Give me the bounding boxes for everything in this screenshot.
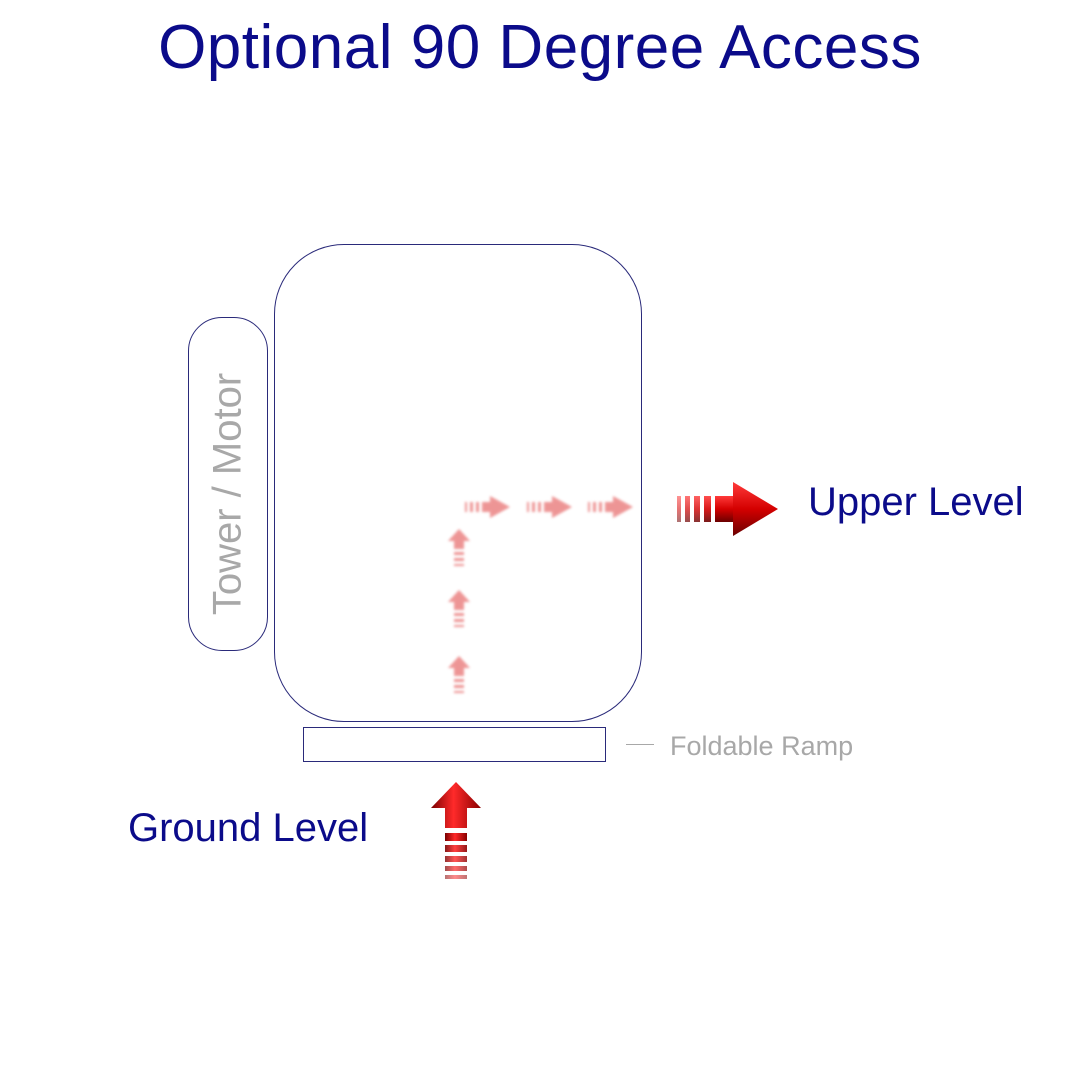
path-arrow-icon — [465, 496, 510, 518]
path-arrow-icon — [448, 529, 470, 566]
path-arrow-icon — [527, 496, 572, 518]
lift-platform — [274, 244, 642, 722]
tower-motor-box — [188, 317, 268, 651]
ramp-leader-line — [626, 744, 654, 745]
path-arrow-icon — [448, 590, 470, 627]
ground-arrow-icon — [431, 782, 481, 879]
vertical-path-arrows — [448, 529, 470, 693]
foldable-ramp-label: Foldable Ramp — [670, 731, 854, 761]
upper-level-label: Upper Level — [808, 480, 1024, 524]
ground-level-label: Ground Level — [128, 806, 369, 850]
page-title: Optional 90 Degree Access — [158, 13, 922, 82]
path-arrow-icon — [588, 496, 633, 518]
upper-arrow-icon — [677, 482, 778, 536]
path-arrow-icon — [448, 656, 470, 693]
horizontal-path-arrows — [465, 496, 633, 518]
foldable-ramp — [303, 727, 606, 762]
